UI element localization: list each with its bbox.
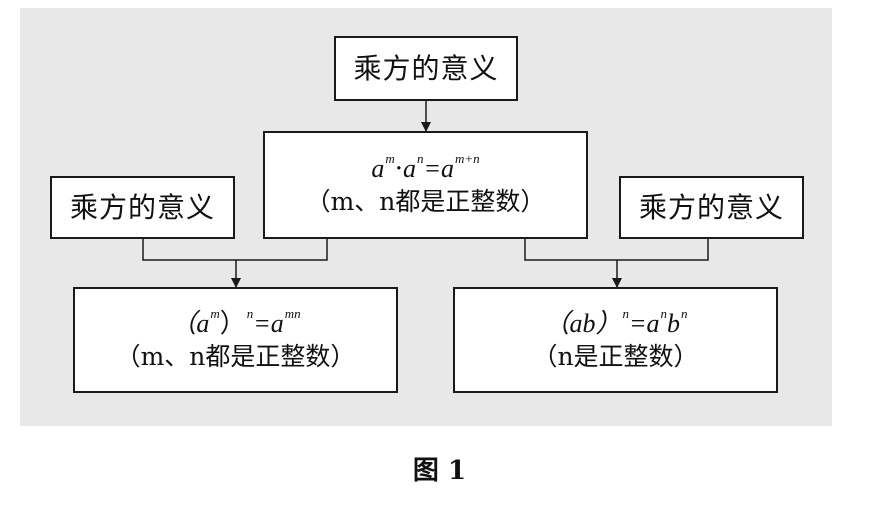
top-meaning-box: 乘方的意义: [334, 36, 518, 101]
power-of-product-condition: （n是正整数）: [532, 342, 699, 372]
power-of-power-condition: （m、n都是正整数）: [115, 342, 356, 372]
right-meaning-label: 乘方的意义: [638, 190, 784, 224]
product-rule-formula: am·an=am+n: [371, 150, 480, 184]
power-of-product-formula: （ab）n=anbn: [543, 305, 688, 338]
power-of-power-formula: （am）n=amn: [170, 305, 301, 339]
product-rule-box: am·an=am+n （m、n都是正整数）: [263, 131, 588, 239]
left-meaning-label: 乘方的意义: [69, 190, 215, 224]
right-meaning-box: 乘方的意义: [619, 176, 804, 239]
connector-right-merge: [524, 239, 709, 261]
power-of-power-box: （am）n=amn （m、n都是正整数）: [73, 287, 398, 393]
figure-caption: 图 1: [412, 456, 467, 486]
top-meaning-label: 乘方的意义: [353, 51, 499, 85]
left-meaning-box: 乘方的意义: [50, 176, 235, 239]
power-of-product-box: （ab）n=anbn （n是正整数）: [453, 287, 778, 393]
product-rule-condition: （m、n都是正整数）: [305, 187, 546, 217]
connector-left-merge: [142, 239, 328, 261]
